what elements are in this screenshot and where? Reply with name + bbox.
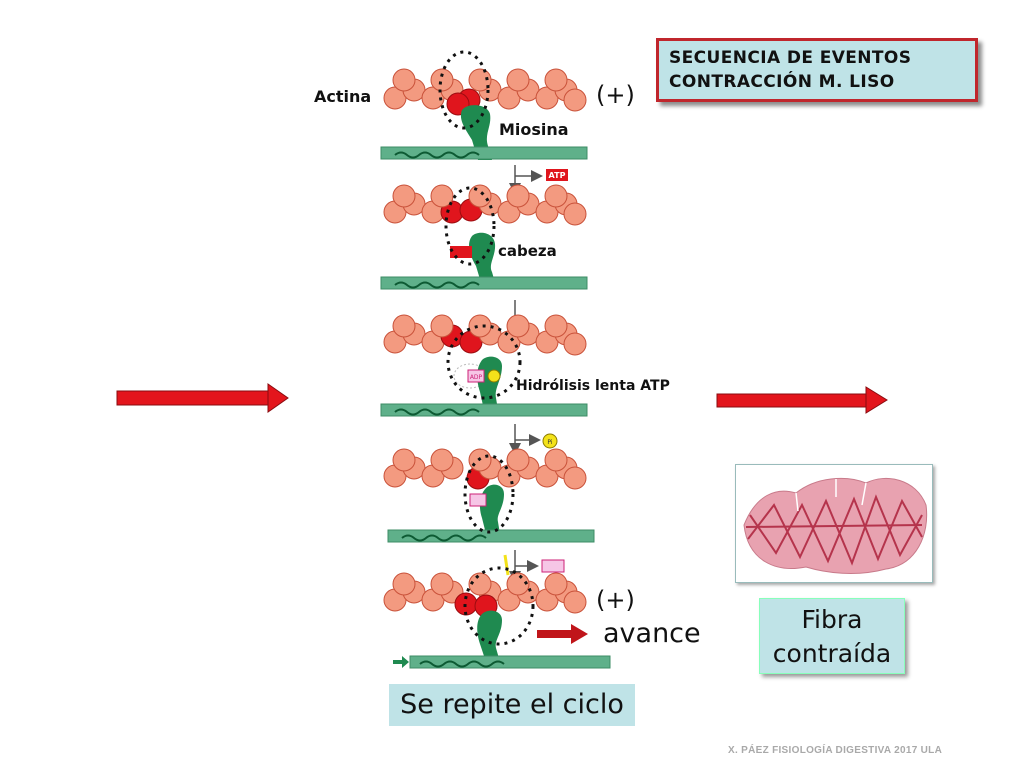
dotted-circle-icon — [438, 50, 490, 130]
fibra-line-2: contraída — [772, 639, 892, 668]
myosin-head — [460, 105, 492, 160]
stage-2 — [380, 184, 588, 290]
myosin-head — [477, 610, 502, 662]
adp-tag: ADP — [470, 374, 483, 381]
step-arrow-icon — [503, 550, 565, 583]
myosin-head — [477, 356, 502, 410]
fibra-contraida-box: Fibra contraída — [759, 598, 905, 674]
cycle-repeat-box: Se repite el ciclo — [389, 684, 635, 726]
hidrolisis-label: Hidrólisis lenta ATP — [516, 378, 670, 394]
step-arrow-icon: Pi — [509, 424, 558, 455]
myosin-head — [469, 232, 496, 286]
avance-label: avance — [603, 618, 701, 649]
contracted-fiber-image — [735, 464, 933, 583]
stage-1 — [380, 50, 588, 160]
myosin-filament — [409, 655, 611, 669]
title-line-2: CONTRACCIÓN M. LISO — [669, 72, 895, 92]
myosin-head — [479, 484, 504, 534]
title-box: SECUENCIA DE EVENTOS CONTRACCIÓN M. LISO — [656, 38, 978, 102]
dotted-circle-icon — [446, 324, 522, 400]
filament-advance-arrow — [393, 656, 409, 668]
right-arrow-icon — [716, 386, 888, 414]
dotted-circle-icon — [463, 566, 535, 646]
title-line-1: SECUENCIA DE EVENTOS — [669, 48, 912, 68]
avance-arrow-icon — [537, 624, 588, 644]
stage-3: ADP — [380, 314, 588, 417]
dotted-circle-icon — [463, 454, 515, 534]
pi-tag: Pi — [547, 439, 552, 446]
stage-5 — [383, 566, 611, 669]
stage-4 — [383, 448, 595, 543]
atp-tag: ATP — [549, 171, 566, 180]
plus-end-top: (+) — [596, 81, 635, 109]
fibra-line-1: Fibra — [801, 605, 863, 634]
footer-credit: X. PÁEZ FISIOLOGÍA DIGESTIVA 2017 ULA — [728, 745, 943, 756]
actina-label: Actina — [314, 87, 372, 106]
right-arrow-icon — [116, 383, 289, 413]
dotted-circle-icon — [444, 186, 496, 266]
cabeza-label: cabeza — [498, 242, 557, 260]
plus-end-bottom: (+) — [596, 586, 635, 614]
miosina-label: Miosina — [499, 120, 569, 139]
